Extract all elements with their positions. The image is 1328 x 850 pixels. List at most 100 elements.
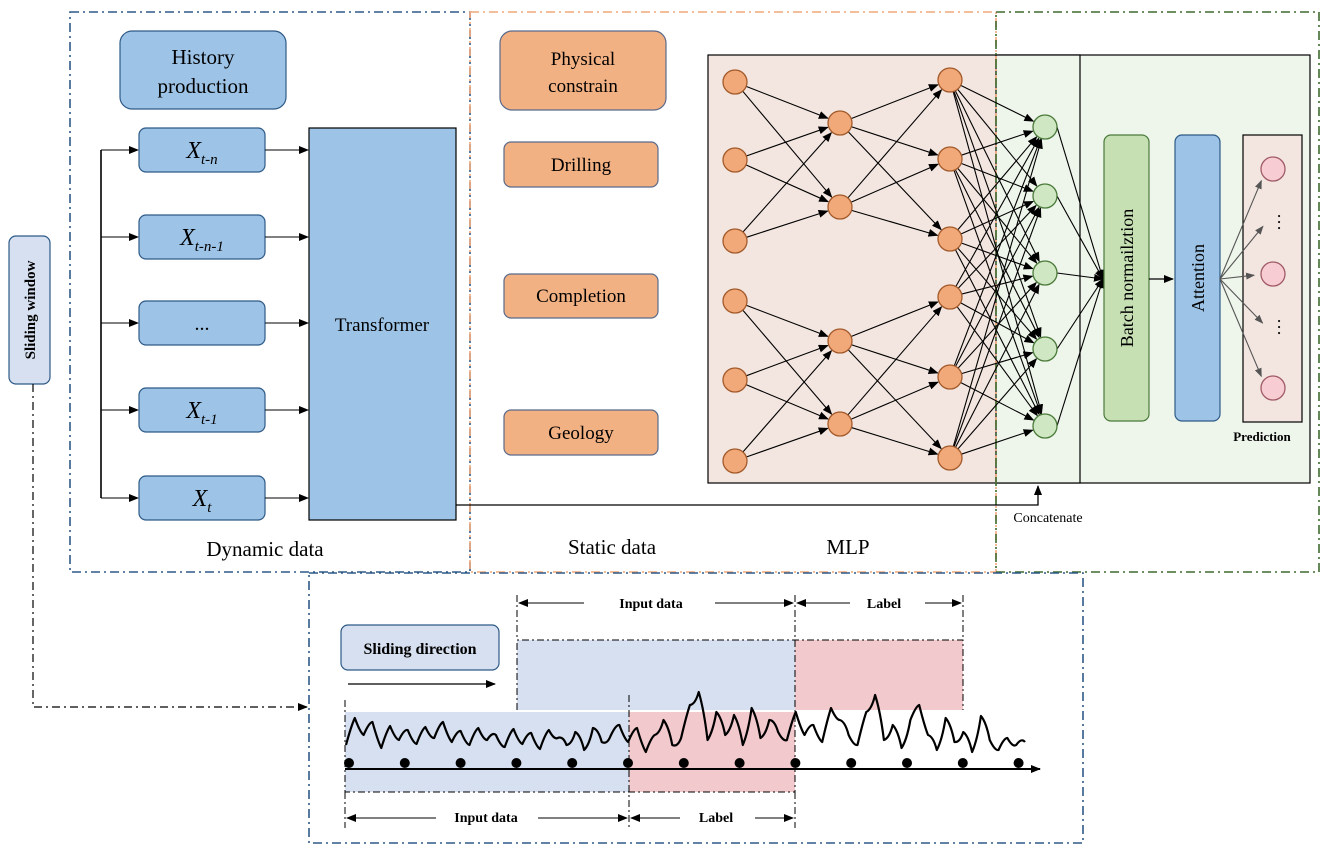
network-edge: [961, 429, 1034, 455]
network-edge: [961, 130, 1034, 156]
network-edge: [960, 84, 1035, 122]
mlp-output-node: [937, 146, 963, 172]
bottom-label-label: Label: [699, 811, 733, 826]
network-edge: [1056, 278, 1104, 350]
network-edge: [1056, 272, 1104, 282]
batch-norm-box: [1103, 134, 1150, 422]
network-edge: [957, 358, 1038, 450]
network-edge: [847, 349, 942, 450]
mlp-output-node: [937, 284, 963, 310]
network-edge: [742, 309, 833, 415]
time-step-dot: [344, 758, 354, 768]
mlp-hidden-node: [827, 110, 853, 136]
sliding-window-connector: [32, 384, 308, 711]
mlp-input-node: [722, 288, 748, 314]
input-0: Xt-n: [101, 127, 309, 173]
network-edge: [955, 137, 1040, 287]
prediction-edge: [1219, 278, 1262, 378]
bottom-input-label: Input data: [454, 811, 517, 826]
network-edge: [957, 204, 1037, 289]
network-edge: [953, 138, 1041, 366]
sliding-direction-label: Sliding direction: [363, 641, 476, 658]
network-edge: [960, 302, 1035, 344]
input-1: Xt-n-1: [101, 214, 309, 260]
mlp-input-node: [722, 147, 748, 173]
time-step-dot: [455, 758, 466, 768]
batch-norm-label: Batch normailztion: [1117, 209, 1137, 347]
time-step-dot: [1013, 758, 1024, 768]
transformer-label: Transformer: [335, 315, 430, 336]
network-edge: [1056, 126, 1105, 280]
drilling-box: [503, 141, 659, 188]
network-edge: [955, 206, 1040, 367]
input-label-ellipsis: ...: [195, 313, 210, 335]
network-edge: [960, 200, 1035, 235]
history-production-box: [119, 30, 287, 110]
mlp-edges: [742, 84, 1105, 458]
mlp-hidden-node: [827, 328, 853, 354]
prediction-dots-1: ···: [1269, 213, 1289, 231]
time-step-dot: [846, 758, 857, 768]
drilling-label: Drilling: [551, 155, 612, 176]
transformer-box: [308, 127, 457, 521]
network-edge: [953, 91, 1042, 338]
sliding-frame: [308, 572, 1084, 844]
prediction-node: [1260, 261, 1286, 287]
input-4: Xt: [101, 475, 309, 521]
history-label-line1: History: [172, 45, 236, 69]
network-edge: [745, 85, 829, 119]
network-edge: [851, 209, 939, 237]
network-edge: [742, 131, 833, 233]
time-step-dot: [567, 758, 578, 768]
network-edge: [851, 126, 939, 156]
network-edge: [847, 306, 943, 416]
input-label-t-n-1: Xt-n-1: [179, 225, 224, 255]
mlp-input-node: [722, 448, 748, 474]
attention-label: Attention: [1188, 244, 1208, 312]
concat-node: [1032, 413, 1058, 439]
network-edge: [746, 427, 829, 458]
time-step-dot: [902, 758, 912, 768]
network-edge: [847, 131, 942, 231]
network-edge: [850, 301, 939, 338]
concat-node: [1032, 260, 1058, 286]
network-edge: [850, 381, 939, 420]
static-caption: Static data: [568, 535, 657, 559]
history-label-line2: production: [158, 74, 249, 98]
input-label-t-n: Xt-n: [185, 138, 217, 168]
concatenate-label: Concatenate: [1013, 511, 1082, 526]
completion-label: Completion: [536, 286, 626, 307]
time-step-dots: [344, 758, 1024, 768]
network-edge: [960, 162, 1034, 192]
prediction-edge: [1219, 179, 1262, 280]
network-edge: [961, 274, 1034, 295]
time-series-wave: [344, 690, 1026, 754]
time-step-dot: [790, 758, 801, 768]
geology-box: [503, 409, 659, 456]
network-edge: [957, 88, 1038, 187]
transformer-to-concat-line: [456, 485, 1042, 506]
network-edge: [1056, 278, 1105, 427]
prediction-edge: [1219, 225, 1264, 280]
network-edge: [1056, 195, 1104, 280]
bottom-input-region: [345, 712, 629, 792]
top-label-label: Label: [867, 597, 901, 612]
time-step-dot: [399, 758, 410, 768]
input-2: ...: [101, 300, 309, 346]
prediction-nodes: [1260, 156, 1286, 401]
network-edge: [956, 306, 1038, 417]
network-edge: [850, 163, 940, 203]
concat-node: [1032, 183, 1058, 209]
prediction-node: [1260, 375, 1286, 401]
mlp-output-node: [937, 67, 963, 93]
dynamic-caption: Dynamic data: [206, 537, 324, 561]
network-edge: [851, 344, 939, 374]
mlp-output-node: [937, 226, 963, 252]
top-input-region: [517, 640, 795, 710]
mlp-output-node: [937, 364, 963, 390]
mlp-hidden-node: [827, 411, 853, 437]
network-edge: [961, 351, 1034, 375]
physical-label-line2: constrain: [548, 76, 618, 97]
sliding-direction-box: [340, 624, 500, 671]
